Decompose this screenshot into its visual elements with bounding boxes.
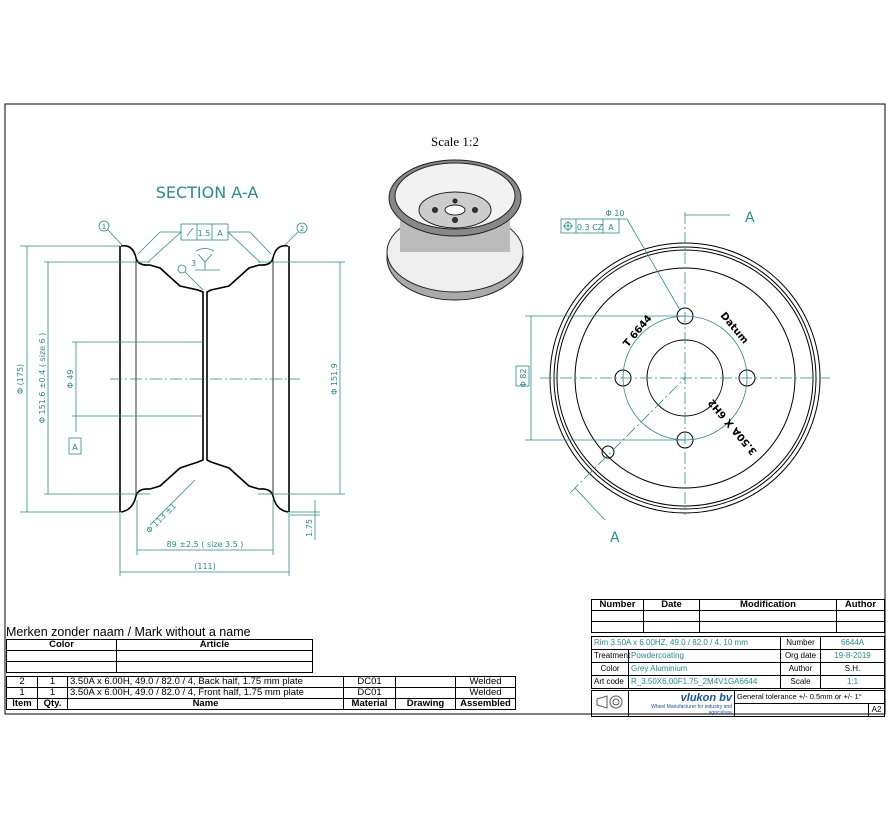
marks-table-title: Merken zonder naam / Mark without a name: [6, 625, 251, 639]
balloon-1: 1: [102, 223, 106, 231]
title-block-footer: vlukon bv Wheel Manufacturer for industr…: [591, 690, 886, 717]
sheet-size: A2: [867, 703, 886, 717]
section-title: SECTION A-A: [156, 183, 259, 202]
front-dimension-lines: [515, 212, 830, 521]
section-view: SECTION A-A: [16, 183, 345, 576]
position-tolerance: 0.3 CZ: [577, 223, 604, 232]
weld-size: 3: [191, 259, 196, 268]
part-description: Rim 3.50A x 6.00HZ, 49.0 / 82.0 / 4, 10 …: [590, 636, 782, 650]
stamp-part-number: T 6644: [622, 313, 655, 349]
dim-bolt-circle: Φ 82: [519, 368, 528, 387]
runout-tolerance: 1.5: [198, 229, 211, 238]
general-tolerance: General tolerance +/- 0.5mm or +/- 1°: [733, 690, 886, 704]
dim-hub-dia: Φ 49: [66, 369, 75, 388]
company-logo: vlukon bv Wheel Manufacturer for industr…: [628, 690, 735, 717]
section-dimension-lines: [20, 220, 345, 576]
header-color: Color: [6, 639, 117, 651]
dim-outer-dia: Φ (175): [16, 364, 25, 394]
balloon-2: 2: [300, 225, 304, 233]
dim-inner-width: 89 ±2.5 ( size 3.5 ): [167, 540, 244, 549]
dim-right-dia: Φ 151.9: [330, 363, 339, 395]
datum-a: A: [72, 443, 78, 452]
dim-hole-dia: Φ 10: [605, 209, 624, 218]
section-marker-bottom: A: [610, 530, 620, 546]
dim-thickness: 1.75: [305, 519, 314, 537]
stamp-size: 3.50A X 6H2: [707, 396, 760, 456]
front-view: A A Φ 10 0.3 CZ A Φ 82 T 6644 Datum 3.50…: [515, 209, 830, 546]
header-article: Article: [116, 639, 313, 651]
position-datum: A: [608, 223, 614, 232]
dim-bead-dia: Φ 151.6 ±0.4 ( size 6 ): [38, 333, 47, 424]
dim-angle-dia: Φ 113 ±1: [144, 501, 178, 535]
projection-symbol-icon: [591, 690, 629, 717]
runout-datum: A: [217, 229, 223, 238]
dim-overall-width: (111): [194, 562, 216, 571]
title-block: Rim 3.50A x 6.00HZ, 49.0 / 82.0 / 4, 10 …: [590, 636, 886, 689]
section-marker-top: A: [745, 210, 755, 226]
rim-3d-view: [386, 159, 524, 301]
drawing-number: 6644A: [820, 636, 886, 650]
scale-label: Scale 1:2: [431, 134, 479, 149]
sheet-border: [4, 103, 886, 715]
